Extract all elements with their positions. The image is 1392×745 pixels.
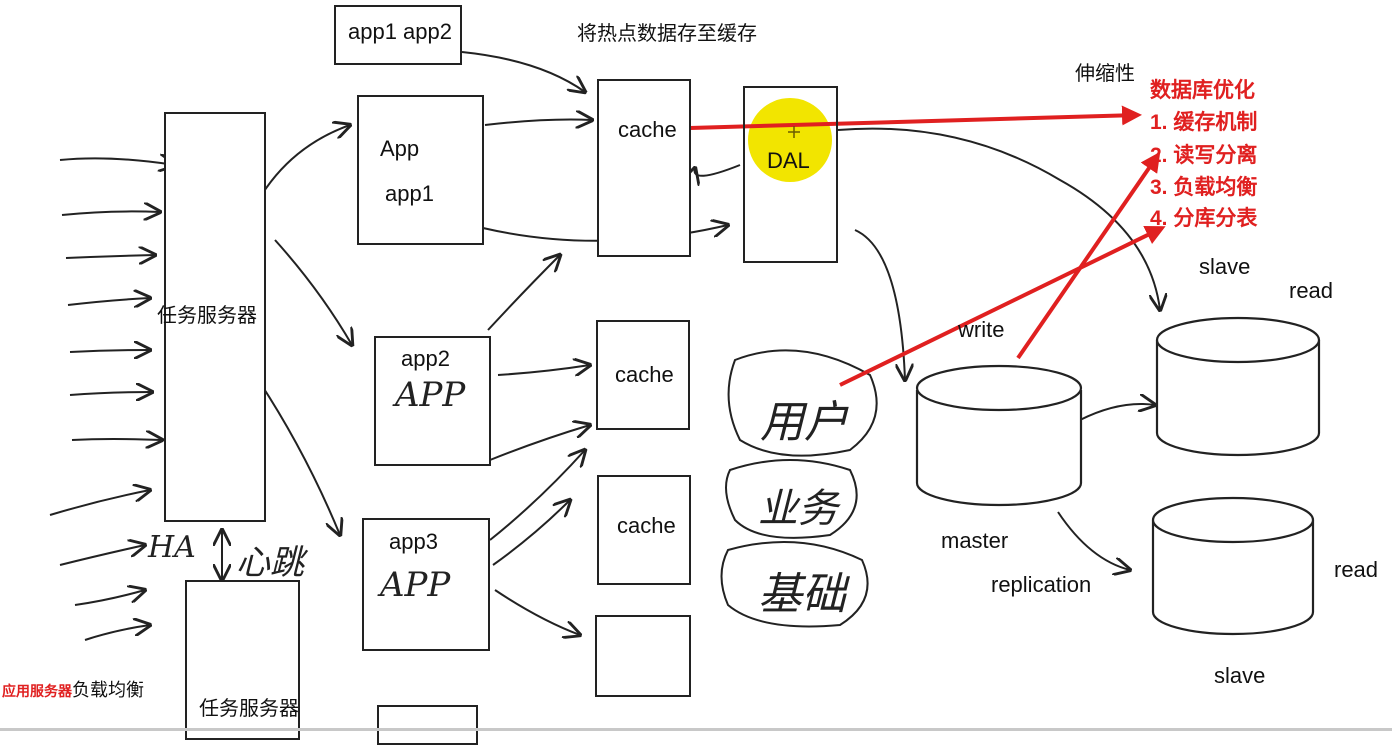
write-label: write	[958, 317, 1005, 342]
app-box-1	[357, 95, 484, 245]
slave-db-cylinder-top	[1155, 316, 1321, 457]
db-optimization-item-3: 3. 负载均衡	[1150, 176, 1258, 199]
app-box-3-title: app3	[389, 529, 438, 554]
handwriting-user: 用户	[760, 397, 848, 448]
hotspot-note: 将热点数据存至缓存	[577, 23, 757, 45]
app-to-cache-arrows	[461, 51, 741, 635]
db-optimization-item-2: 2. 读写分离	[1150, 144, 1258, 167]
footer-caption-red: 应用服务器	[2, 683, 72, 699]
top-app-box-label: app1 app2	[348, 19, 452, 44]
master-label: master	[941, 528, 1009, 553]
dal-highlight	[748, 98, 832, 182]
handwritten-ovals	[720, 349, 878, 628]
read-top-label: read	[1289, 278, 1334, 303]
read-bottom-label: read	[1334, 557, 1379, 582]
db-optimization-item-4: 4. 分库分表	[1150, 207, 1258, 230]
ha-label: HA	[148, 530, 196, 565]
incoming-request-arrows	[49, 158, 175, 641]
master-db-cylinder	[915, 364, 1083, 507]
cache-box-2	[596, 320, 690, 430]
app-box-2	[374, 336, 491, 466]
cache-box-4	[595, 615, 691, 697]
handwriting-business: 业务	[758, 486, 838, 532]
cache-2-label: cache	[615, 362, 674, 387]
footer-caption: 应用服务器负载均衡	[2, 676, 144, 702]
footer-caption-black: 负载均衡	[72, 680, 144, 700]
app-box-3	[362, 518, 490, 651]
dal-box	[743, 86, 838, 263]
bottom-rule	[0, 728, 1392, 731]
scalability-label: 伸缩性	[1075, 63, 1135, 85]
red-annotation-arrows	[689, 105, 1166, 387]
top-app-box	[334, 5, 462, 65]
heartbeat-label: 心跳	[236, 543, 304, 583]
handwriting-base: 基础	[758, 569, 846, 620]
slave-db-cylinder-bottom	[1151, 496, 1315, 636]
cache-box-3	[597, 475, 691, 585]
app-box-2-handwriting: APP	[395, 375, 466, 415]
task-server-box	[164, 112, 266, 522]
slave-top-label: slave	[1199, 254, 1251, 279]
cache-1-label: cache	[618, 117, 677, 142]
app-box-2-title: app2	[401, 346, 450, 371]
dal-label: DAL	[767, 148, 810, 173]
task-server-label-2: 任务服务器	[199, 698, 299, 720]
app-box-1-subtitle: app1	[385, 181, 434, 206]
task-server-label: 任务服务器	[157, 305, 257, 327]
app-box-3-handwriting: APP	[380, 565, 451, 605]
crosshair-icon	[788, 126, 800, 138]
dal-to-db-arrows	[837, 127, 1160, 570]
db-optimization-title: 数据库优化	[1150, 79, 1255, 102]
slave-bottom-label: slave	[1214, 663, 1266, 688]
app-box-1-title: App	[380, 136, 420, 161]
replication-label: replication	[991, 572, 1092, 597]
app-box-4	[377, 705, 478, 745]
cache-3-label: cache	[617, 513, 676, 538]
db-optimization-item-1: 1. 缓存机制	[1150, 111, 1258, 134]
cache-box-1	[597, 79, 691, 257]
